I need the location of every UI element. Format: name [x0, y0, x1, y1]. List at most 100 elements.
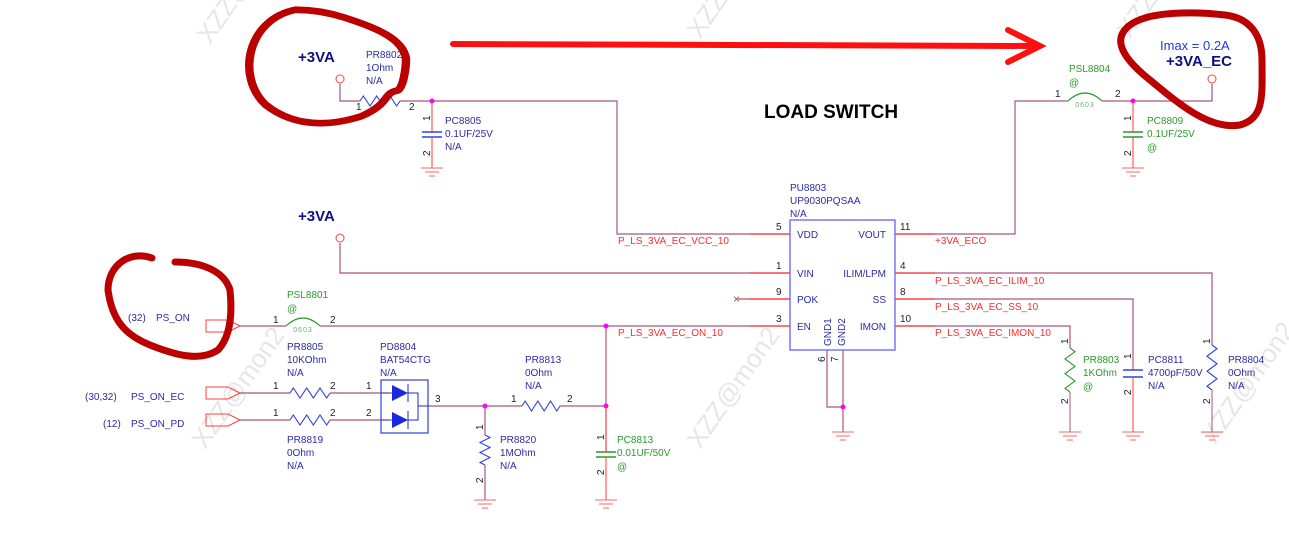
no-connect-mark: × [733, 292, 740, 306]
pin-num: 2 [422, 150, 433, 156]
ic-ref: PU8803 [790, 183, 827, 194]
ic-part: UP9030PQSAA [790, 196, 861, 207]
power-terminal [335, 233, 345, 243]
resistor-symbol [521, 399, 561, 413]
pin-num: 1 [1123, 353, 1134, 359]
ref: PR8804 [1228, 355, 1265, 366]
status: N/A [287, 368, 304, 379]
net-vcc: P_LS_3VA_EC_VCC_10 [618, 236, 729, 247]
ref: PC8811 [1148, 355, 1184, 366]
ic-pin-stubs [750, 233, 935, 327]
pin-num: 1 [596, 434, 607, 440]
size: 0603 [293, 327, 313, 334]
offpage-connector [205, 413, 242, 427]
watermark: XZZ@mon2 [1110, 0, 1215, 43]
pin-num: 2 [409, 102, 415, 113]
pin-pok: POK [797, 295, 818, 306]
junction-dot [482, 403, 488, 409]
pin-num: 7 [830, 356, 841, 362]
wire-vin [339, 243, 790, 274]
value: 1MOhm [500, 448, 536, 459]
junction-dot [603, 323, 609, 329]
pin-vout: VOUT [858, 230, 886, 241]
pin-num: 1 [776, 261, 782, 272]
pin-ss: SS [873, 295, 887, 306]
ic-status: N/A [790, 209, 807, 220]
value: 10KOhm [287, 355, 326, 366]
value: 0Ohm [1228, 368, 1255, 379]
pin-num: 5 [776, 222, 782, 233]
pin-num: 1 [511, 394, 517, 405]
junction-dot [840, 404, 846, 410]
bead-symbol [285, 317, 321, 327]
value: 0.1UF/25V [445, 129, 493, 140]
annotations [104, 6, 1266, 360]
pin-gnd1: GND1 [823, 318, 834, 346]
ref: PSL8801 [287, 290, 329, 301]
value: 1KOhm [1083, 368, 1117, 379]
connector-name: PS_ON_EC [131, 392, 184, 403]
diode-cathode [407, 384, 428, 429]
resistor-symbol [289, 414, 331, 426]
ref: PR8802 [366, 50, 403, 61]
status: N/A [366, 76, 383, 87]
status: N/A [287, 461, 304, 472]
wire-ss [895, 298, 1134, 370]
ref: PR8813 [525, 355, 562, 366]
ic-labels: PU8803 UP9030PQSAA N/A VDD VIN POK EN VO… [776, 183, 912, 362]
diode-icon [392, 412, 408, 428]
circle-annotation [1117, 9, 1266, 130]
watermark: XZZ@mon2 [680, 321, 785, 453]
pin-num: 1 [273, 381, 279, 392]
pin-num: 1 [1055, 89, 1061, 100]
ref: PD8804 [380, 342, 417, 353]
power-labels: +3VA +3VA Imax = 0.2A +3VA_EC [298, 38, 1232, 243]
status: @ [617, 462, 627, 473]
pin-num: 2 [1060, 398, 1071, 404]
pin-num: 3 [776, 314, 782, 325]
status: N/A [380, 368, 397, 379]
value: 0.01UF/50V [617, 448, 671, 459]
size: 0603 [1075, 102, 1095, 109]
status: N/A [525, 381, 542, 392]
value: 0Ohm [525, 368, 552, 379]
wire-gnd-ic [826, 350, 843, 408]
net-labels: P_LS_3VA_EC_VCC_10 +3VA_ECO P_LS_3VA_EC_… [618, 236, 1051, 339]
connector-name: PS_ON [156, 313, 190, 324]
pin-num: 2 [567, 394, 573, 405]
ref: PC8805 [445, 116, 482, 127]
wire-out [1102, 84, 1213, 102]
wire-vcc [339, 84, 360, 102]
wire-imon [895, 325, 1071, 348]
offpage-connector [205, 319, 242, 333]
value: @ [1069, 78, 1079, 89]
wires [240, 84, 1213, 500]
pin-num: 1 [1060, 338, 1071, 344]
value: BAT54CTG [380, 355, 431, 366]
ref: PC8813 [617, 435, 654, 446]
connector-page: (30,32) [85, 392, 117, 403]
value: @ [287, 304, 297, 315]
pin-num: 2 [366, 408, 372, 419]
status: @ [1147, 143, 1157, 154]
watermarks: XZZ@mon2 XZZ@mon2 XZZ@mon2 XZZ@mon2 XZZ@… [185, 0, 1289, 453]
value: 0Ohm [287, 448, 314, 459]
ref: PSL8804 [1069, 64, 1111, 75]
component-labels: PR8802 1Ohm N/A 1 2 PC8805 0.1UF/25V N/A… [273, 50, 1265, 483]
net-ss: P_LS_3VA_EC_SS_10 [935, 302, 1039, 313]
value: 0.1UF/25V [1147, 129, 1195, 140]
resistor-symbol [289, 387, 331, 399]
pin-num: 1 [273, 408, 279, 419]
circle-annotation [245, 6, 411, 127]
net-on: P_LS_3VA_EC_ON_10 [618, 328, 723, 339]
pin-num: 2 [330, 315, 336, 326]
watermark: XZZ@mon2 [190, 0, 295, 48]
pin-imon: IMON [860, 322, 886, 333]
pin-num: 2 [1123, 150, 1134, 156]
status: N/A [1228, 381, 1245, 392]
pin-num: 2 [1123, 389, 1134, 395]
net-imon: P_LS_3VA_EC_IMON_10 [935, 328, 1051, 339]
wire-ilim [895, 272, 1213, 345]
connector-name: PS_ON_PD [131, 419, 184, 430]
